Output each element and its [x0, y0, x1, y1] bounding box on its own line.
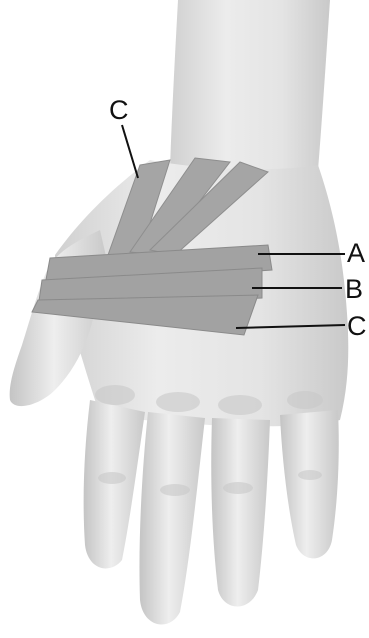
middle-finger — [139, 412, 205, 625]
label-a: A — [347, 238, 365, 268]
label-b: B — [345, 274, 363, 304]
label-c: C — [347, 311, 367, 341]
forearm — [170, 0, 330, 175]
index-finger — [84, 400, 145, 568]
label-top-c: C — [109, 95, 129, 125]
little-finger — [280, 410, 339, 558]
ring-finger — [211, 418, 270, 607]
leader-line-top-c — [122, 125, 138, 178]
